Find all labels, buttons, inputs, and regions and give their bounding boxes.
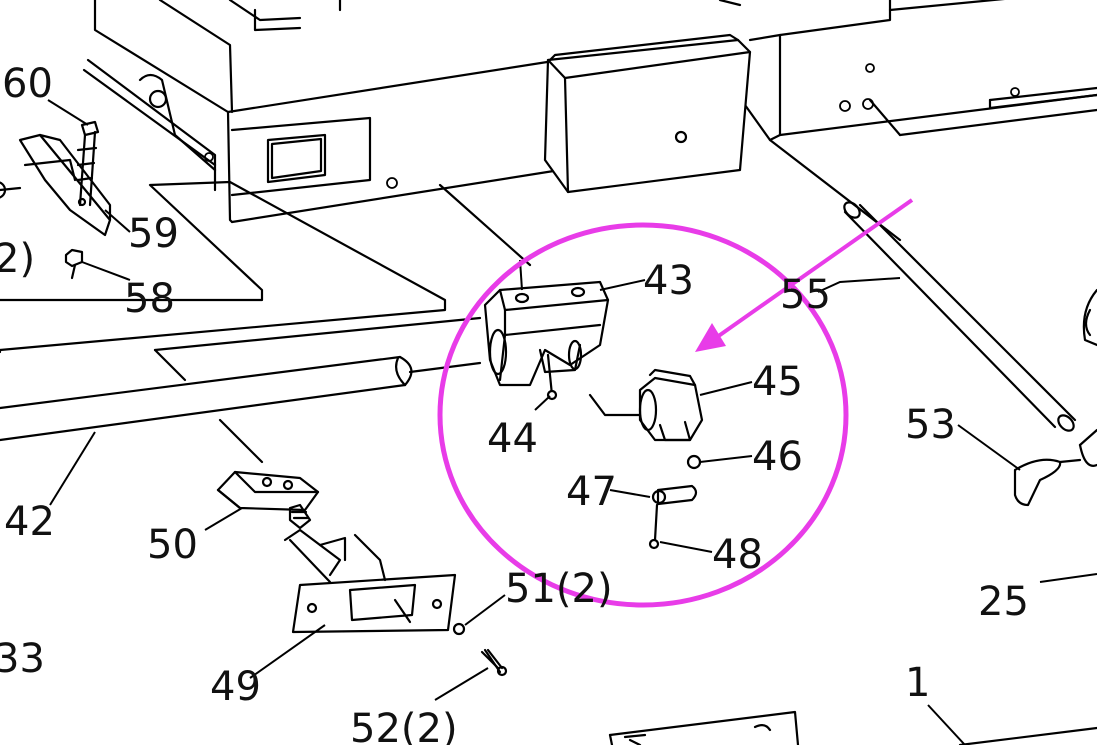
highlight-arrow-shaft <box>708 198 914 344</box>
rod-55 <box>843 201 1077 432</box>
sleeve-45 <box>588 368 704 442</box>
label-48: 48 <box>712 532 763 578</box>
leader-lines <box>47 99 1097 745</box>
label-2-partial: 2) <box>0 236 35 282</box>
bracket-49 <box>283 528 457 634</box>
handle-assembly <box>1013 288 1097 507</box>
lower-frame <box>0 138 902 382</box>
label-46: 46 <box>752 434 803 480</box>
label-43: 43 <box>643 258 694 304</box>
block-50 <box>216 418 320 530</box>
main-frame <box>82 0 1097 224</box>
block-43 <box>483 280 610 387</box>
highlight-circle <box>437 222 849 608</box>
label-52: 52(2) <box>350 706 458 745</box>
label-1: 1 <box>905 660 930 706</box>
label-45: 45 <box>752 359 803 405</box>
label-55: 55 <box>780 272 831 318</box>
label-42: 42 <box>4 499 55 545</box>
label-59: 59 <box>128 211 179 257</box>
label-49: 49 <box>210 664 261 710</box>
label-51: 51(2) <box>505 566 613 612</box>
label-60: 60 <box>2 61 53 107</box>
highlight-arrow-head <box>695 323 726 352</box>
label-47: 47 <box>566 469 617 515</box>
screw-44 <box>546 353 558 401</box>
parts-58-59-60 <box>0 120 112 280</box>
part-labels: 60 59 2) 58 43 55 45 44 46 47 48 53 42 5… <box>0 61 1029 745</box>
label-50: 50 <box>147 522 198 568</box>
base-part-1 <box>608 710 1097 745</box>
parts-51-52 <box>452 622 508 677</box>
rod-42 <box>0 355 482 442</box>
highlight-annotation <box>437 198 914 608</box>
label-25: 25 <box>978 579 1029 625</box>
parts-46-47-48 <box>648 454 702 550</box>
label-33: 33 <box>0 636 45 682</box>
label-58: 58 <box>124 276 175 322</box>
label-53: 53 <box>905 402 956 448</box>
label-44: 44 <box>487 416 538 462</box>
